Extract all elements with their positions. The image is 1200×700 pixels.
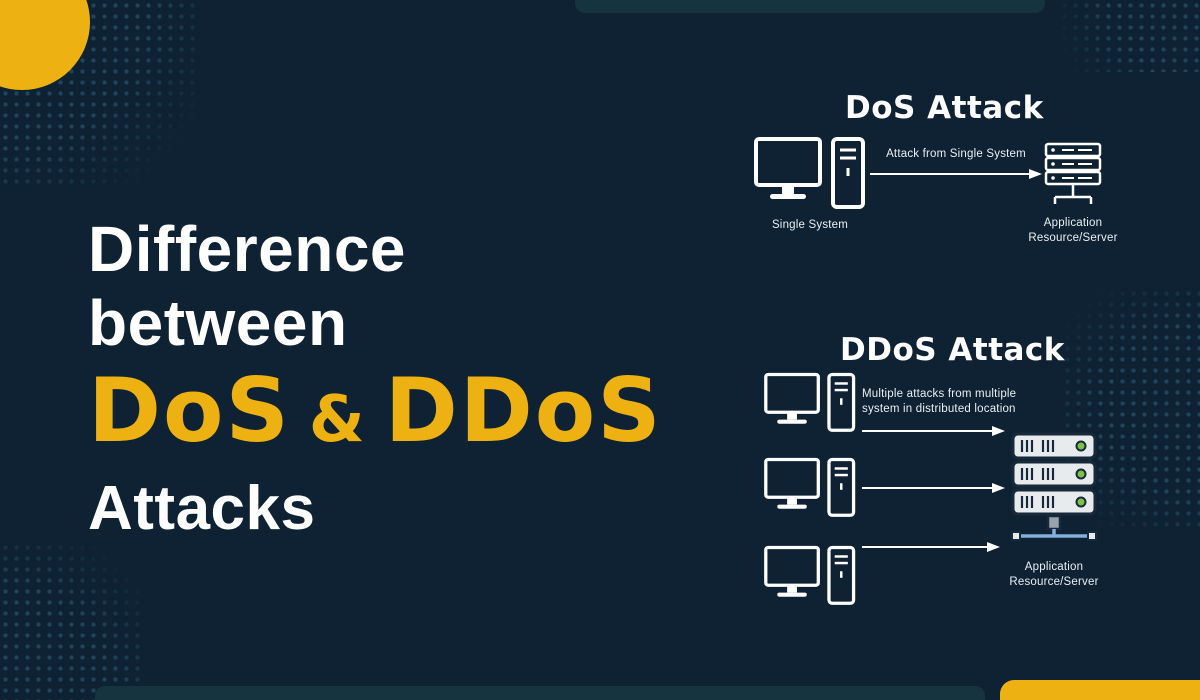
- main-title: Difference between DoS&DDoS Attacks: [88, 212, 663, 547]
- ddos-heading: DDoS Attack: [840, 332, 1065, 368]
- single-system-computer-icon: [754, 137, 865, 209]
- title-dos: DoS: [88, 359, 291, 462]
- attack-arrow: [870, 169, 1042, 179]
- dos-server-label-line2: Resource/Server: [1028, 231, 1118, 244]
- bottom-bar-decoration: [95, 686, 985, 700]
- attacker-computer-icon: [764, 457, 856, 517]
- attack-arrow: [862, 426, 1005, 436]
- dot-pattern-top-right: [1048, 0, 1200, 72]
- dos-arrow-label: Attack from Single System: [886, 148, 1026, 160]
- title-ampersand: &: [308, 383, 367, 457]
- attacker-computer-icon: [764, 545, 856, 605]
- ddos-server-icon: [1011, 432, 1097, 541]
- ddos-server-label-line1: Application: [1024, 561, 1084, 573]
- ddos-description-line1: Multiple attacks from multiple: [862, 388, 1017, 400]
- single-system-label: Single System: [771, 219, 849, 231]
- top-bar-decoration: [575, 0, 1045, 13]
- dot-pattern-bottom-left: [0, 542, 145, 700]
- title-line-highlight: DoS&DDoS: [88, 360, 663, 471]
- dos-server-label-line1: Application: [1043, 217, 1103, 229]
- yellow-corner-decoration: [1000, 680, 1200, 700]
- title-line-between: between: [88, 287, 348, 359]
- title-line-difference: Difference: [88, 213, 406, 285]
- attacker-computer-icon: [764, 372, 856, 432]
- attack-arrow: [862, 483, 1005, 493]
- dos-heading: DoS Attack: [845, 90, 1044, 126]
- ddos-description-line2: system in distributed location: [862, 403, 1016, 415]
- ddos-server-label: Application Resource/Server: [1003, 560, 1105, 589]
- ddos-description: Multiple attacks from multiple system in…: [862, 387, 1047, 417]
- ddos-server-label-line2: Resource/Server: [1009, 575, 1099, 588]
- server-icon: [1044, 142, 1102, 204]
- dos-server-label: Application Resource/Server: [1022, 216, 1124, 245]
- title-ddos: DDoS: [384, 359, 663, 462]
- title-line-attacks: Attacks: [88, 474, 316, 543]
- attack-arrow: [862, 542, 1000, 552]
